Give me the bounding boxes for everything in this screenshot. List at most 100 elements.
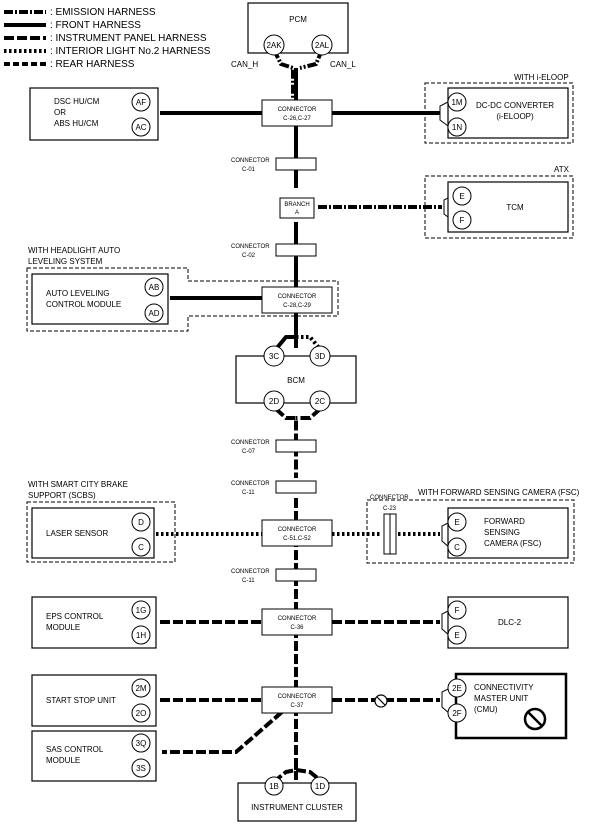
- branch-a: BRANCH A: [279, 197, 315, 219]
- fsc-group-label: WITH FORWARD SENSING CAMERA (FSC): [418, 488, 580, 497]
- wire-fsc-pins: [441, 521, 451, 549]
- start-stop-pin-2m: [131, 678, 151, 698]
- connector-c02: CONNECTOR C-02: [231, 243, 317, 259]
- start-stop-label: START STOP UNIT: [46, 696, 116, 705]
- dsc-pin-af-label: AF: [136, 98, 146, 107]
- pcm-can-l-label: CAN_L: [330, 60, 356, 69]
- tcm-pin-e-label: E: [459, 192, 464, 201]
- laser-sensor-module[interactable]: LASER SENSOR D C: [31, 507, 155, 559]
- fsc-line2: SENSING: [484, 528, 520, 537]
- laser-pin-d-label: D: [138, 518, 144, 527]
- dc-dc-converter-module[interactable]: DC-DC CONVERTER (i-ELOOP) 1M 1N: [447, 87, 569, 139]
- connector-c01-label-2: C-01: [242, 167, 256, 173]
- wire-ieloop-pins: [439, 101, 449, 127]
- cluster-pin-1b: [264, 776, 284, 796]
- bcm-pin-2c: [309, 390, 331, 412]
- instrument-cluster-module[interactable]: INSTRUMENT CLUSTER 1B 1D: [237, 776, 357, 822]
- sas-pin-3s-label: 3S: [136, 764, 146, 773]
- tcm-module[interactable]: TCM E F: [447, 181, 569, 233]
- tcm-label: TCM: [506, 203, 524, 212]
- connector-c51-c52: CONNECTOR C-51,C-52: [261, 519, 333, 547]
- fsc-pin-e: [447, 512, 467, 532]
- auto-level-module[interactable]: AUTO LEVELING CONTROL MODULE AB AD: [31, 273, 169, 325]
- auto-level-group: WITH HEADLIGHT AUTO LEVELING SYSTEM: [26, 246, 339, 332]
- legend: : EMISSION HARNESS : FRONT HARNESS : INS…: [4, 7, 211, 70]
- branch-label-2: A: [295, 210, 299, 216]
- laser-pin-d: [131, 512, 151, 532]
- ieloop-pin-1n-label: 1N: [452, 123, 462, 132]
- fsc-module[interactable]: FORWARD SENSING CAMERA (FSC) E C: [447, 507, 569, 559]
- dlc2-module[interactable]: DLC-2 F E: [447, 596, 569, 649]
- tcm-pin-f: [452, 210, 472, 230]
- tcm-pin-f-label: F: [460, 216, 465, 225]
- eps-pin-1h-label: 1H: [136, 631, 146, 640]
- bcm-module[interactable]: BCM 3C 3D 2D 2C: [235, 345, 357, 412]
- dsc-line1: DSC HU/CM: [54, 97, 100, 106]
- connector-c07: CONNECTOR C-07: [231, 439, 317, 455]
- legend-label-interior-light: : INTERIOR LIGHT No.2 HARNESS: [50, 46, 211, 57]
- sas-module[interactable]: SAS CONTROL MODULE 3Q 3S: [31, 730, 157, 782]
- connector-c07-label-2: C-07: [242, 449, 256, 455]
- bcm-pin-3d-label: 3D: [315, 352, 325, 361]
- auto-level-line1: AUTO LEVELING: [46, 289, 109, 298]
- connector-c11b-label-2: C-11: [242, 578, 255, 584]
- ieloop-line1: DC-DC CONVERTER: [476, 101, 554, 110]
- tcm-group-label: ATX: [554, 165, 570, 174]
- auto-level-group-line1: WITH HEADLIGHT AUTO: [28, 246, 120, 255]
- start-stop-pin-2o-label: 2O: [136, 709, 147, 718]
- connector-c37-label-1: CONNECTOR: [278, 694, 317, 700]
- start-stop-module[interactable]: START STOP UNIT 2M 2O: [31, 674, 157, 727]
- cluster-pin-1b-label: 1B: [269, 782, 279, 791]
- eps-line1: EPS CONTROL: [46, 612, 104, 621]
- connector-c26-label-1: CONNECTOR: [278, 107, 317, 113]
- dsc-line2: OR: [54, 108, 66, 117]
- fsc-line1: FORWARD: [484, 517, 525, 526]
- connector-c51-label-1: CONNECTOR: [278, 527, 317, 533]
- cmu-line1: CONNECTIVITY: [474, 683, 534, 692]
- legend-label-front: : FRONT HARNESS: [50, 20, 141, 31]
- laser-group: WITH SMART CITY BRAKE SUPPORT (SCBS): [26, 480, 176, 563]
- connector-c36-label-2: C-36: [290, 625, 304, 631]
- cmu-pin-2f: [447, 703, 467, 723]
- dsc-module[interactable]: DSC HU/CM OR ABS HU/CM AF AC: [29, 87, 159, 141]
- sas-line1: SAS CONTROL: [46, 745, 104, 754]
- ieloop-pin-1m-label: 1M: [451, 98, 462, 107]
- laser-pin-c-label: C: [138, 543, 144, 552]
- legend-label-emission: : EMISSION HARNESS: [50, 7, 156, 18]
- wire-bcm-3c: [274, 335, 298, 351]
- auto-level-pin-ab-label: AB: [149, 283, 160, 292]
- tcm-group: ATX: [424, 165, 574, 239]
- cmu-line2: MASTER UNIT: [474, 694, 528, 703]
- auto-level-pin-ad-label: AD: [148, 309, 159, 318]
- connector-c28-label-1: CONNECTOR: [278, 294, 317, 300]
- fsc-connector-label-2: C-23: [383, 506, 397, 512]
- cluster-pin-1d-label: 1D: [315, 782, 325, 791]
- legend-label-rear: : REAR HARNESS: [50, 59, 135, 70]
- ieloop-pin-1n: [447, 117, 467, 137]
- connector-c28-c29: CONNECTOR C-28,C-29: [261, 286, 333, 314]
- tcm-pin-e: [452, 186, 472, 206]
- auto-level-group-line2: LEVELING SYSTEM: [28, 257, 103, 266]
- bcm-pin-2d-label: 2D: [269, 397, 279, 406]
- eps-module[interactable]: EPS CONTROL MODULE 1G 1H: [31, 596, 157, 649]
- dsc-pin-ac: [131, 117, 151, 137]
- wire-dlc-pins: [441, 609, 451, 637]
- dlc-pin-f: [447, 600, 467, 620]
- sas-pin-3q: [131, 733, 151, 753]
- start-stop-pin-2o: [131, 703, 151, 723]
- connector-c11-upper: CONNECTOR C-11: [231, 480, 317, 496]
- eps-pin-1g: [131, 600, 151, 620]
- dsc-line3: ABS HU/CM: [54, 119, 99, 128]
- cmu-module[interactable]: CONNECTIVITY MASTER UNIT (CMU) 2E 2F: [447, 672, 568, 740]
- connector-c01: CONNECTOR C-01: [231, 157, 317, 173]
- connector-c11b-label-1: CONNECTOR: [231, 569, 270, 575]
- cmu-pin-2e-label: 2E: [452, 684, 462, 693]
- pcm-pin-2al-label: 2AL: [315, 41, 330, 50]
- pcm-module[interactable]: PCM 2AK 2AL CAN_H CAN_L: [231, 2, 356, 69]
- wire-pcm-can-h: [272, 49, 295, 100]
- dlc-pin-e-label: E: [454, 631, 459, 640]
- ieloop-line2: (i-ELOOP): [496, 112, 534, 121]
- pcm-pin-2al: [311, 34, 333, 56]
- connector-c37: CONNECTOR C-37: [261, 686, 333, 714]
